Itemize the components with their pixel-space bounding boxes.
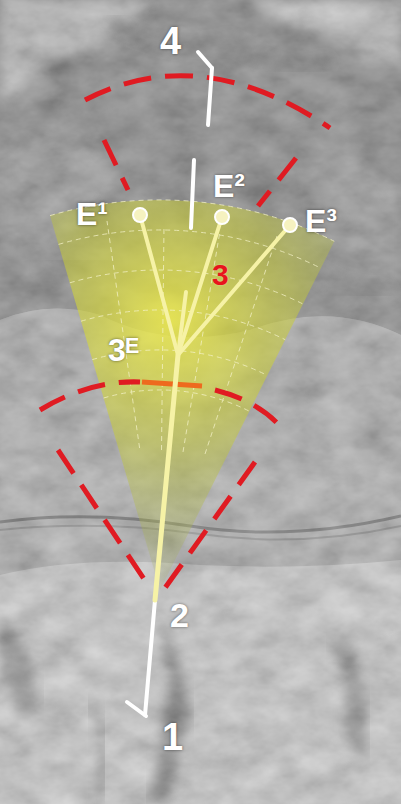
path-line xyxy=(155,355,178,600)
end-points xyxy=(133,208,297,232)
arrow-tip xyxy=(198,52,212,68)
fan-ray xyxy=(107,221,140,448)
fan-path xyxy=(140,215,290,600)
path-line xyxy=(191,160,194,228)
junction-label: 3ᴱ xyxy=(108,334,139,366)
zone-number: 3 xyxy=(212,260,229,290)
branch-line xyxy=(140,215,178,355)
flow-path xyxy=(127,52,212,716)
zone-boundary xyxy=(142,382,202,386)
zone-edge xyxy=(258,158,296,206)
zone-edge xyxy=(165,462,255,588)
end-label: E¹ xyxy=(76,198,108,230)
callout-number: 2 xyxy=(170,598,189,632)
end-label: E² xyxy=(213,170,245,202)
end-label: E³ xyxy=(305,205,337,237)
end-point xyxy=(283,218,297,232)
fan-ray xyxy=(205,236,277,454)
branch-line xyxy=(178,292,186,355)
fan-grid xyxy=(50,200,334,454)
zone-arc xyxy=(215,390,285,432)
end-point xyxy=(215,210,229,224)
path-line xyxy=(145,600,155,715)
arrow-tip xyxy=(127,702,146,716)
branch-line xyxy=(178,225,290,355)
path-line xyxy=(208,68,212,125)
zone-outline xyxy=(40,76,330,588)
zone-arc xyxy=(40,382,140,410)
zone-edge xyxy=(104,140,128,190)
callout-number: 4 xyxy=(160,22,181,60)
fan-ray xyxy=(162,226,165,450)
end-point xyxy=(133,208,147,222)
zone-edge xyxy=(58,450,150,588)
fan-area xyxy=(50,200,334,590)
callout-number: 1 xyxy=(162,718,183,756)
